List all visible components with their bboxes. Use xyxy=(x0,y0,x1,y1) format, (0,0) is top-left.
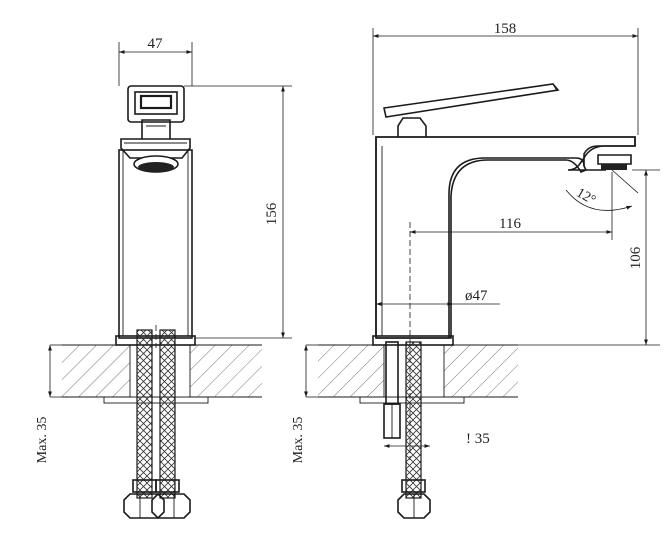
label-front-max-thickness: Max. 35 xyxy=(35,417,50,464)
dimension-spout-reach: 116 xyxy=(410,216,612,234)
label-shank: ! 35 xyxy=(466,431,490,447)
label-front-height: 156 xyxy=(264,202,280,225)
front-view: 47 156 Max. 35 xyxy=(35,36,292,519)
dimension-spout-angle: 12° xyxy=(565,169,639,211)
label-spout-reach: 116 xyxy=(499,216,521,232)
side-view: 158 116 106 12° ø47 xyxy=(291,21,660,519)
dimension-side-length: 158 xyxy=(372,21,639,135)
dimension-shank: ! 35 xyxy=(384,431,490,448)
dimension-front-width: 47 xyxy=(118,36,193,86)
dimension-side-max-thickness: Max. 35 xyxy=(291,344,318,464)
label-base-diameter: ø47 xyxy=(465,288,488,304)
dimension-front-max-thickness: Max. 35 xyxy=(35,344,62,464)
faucet-body-front xyxy=(115,85,196,346)
dimension-spout-height: 106 xyxy=(452,169,660,346)
label-spout-angle: 12° xyxy=(574,186,598,209)
dimension-base-diameter: ø47 xyxy=(376,288,500,306)
label-front-width: 47 xyxy=(148,36,164,52)
supply-hoses-front xyxy=(123,329,191,519)
faucet-body-side xyxy=(372,83,636,346)
label-side-length: 158 xyxy=(494,21,517,37)
label-side-max-thickness: Max. 35 xyxy=(291,417,306,464)
label-spout-height: 106 xyxy=(628,246,644,269)
dimension-front-height: 156 xyxy=(184,85,292,339)
